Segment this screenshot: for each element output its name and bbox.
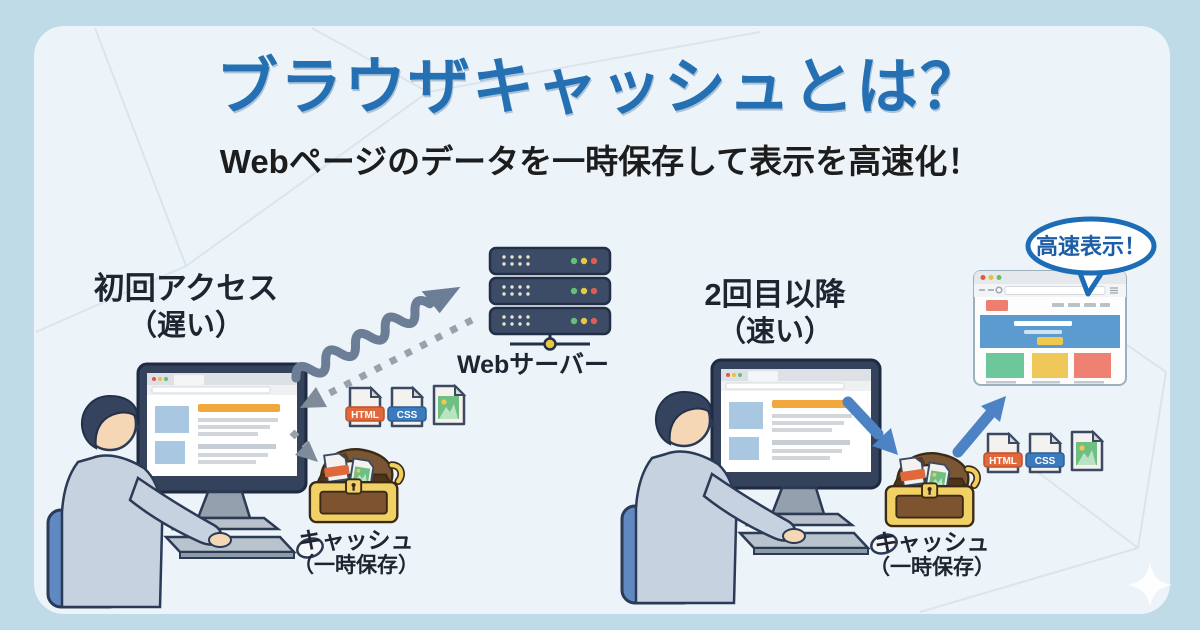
wavy-arrow-icon: [291, 286, 461, 383]
svg-text:HTML: HTML: [989, 456, 1017, 467]
speech-bubble: [1025, 216, 1157, 297]
left-scene-heading: 初回アクセス: [93, 271, 279, 306]
dotted-arrow-icon: [289, 316, 474, 462]
html-file-icon: HTML: [345, 385, 385, 428]
web-server-label: Webサーバー: [456, 351, 610, 379]
treasure-chest-icon-left: [310, 449, 401, 522]
left-scene-condition: （遅い）: [127, 310, 244, 342]
image-file-icon: [1070, 429, 1105, 472]
right-cache-label: キャッシュ: [874, 529, 990, 555]
browser-window: [973, 270, 1127, 386]
css-file-icon: CSS: [1025, 431, 1065, 474]
web-server-icon: [488, 246, 612, 351]
svg-text:CSS: CSS: [1035, 456, 1056, 467]
page-subtitle: Webページのデータを一時保存して表示を高速化！: [219, 143, 981, 180]
right-cache-note: （一時保存）: [869, 556, 995, 579]
svg-text:HTML: HTML: [351, 410, 379, 421]
page-title: ブラウザキャッシュとは？: [215, 53, 984, 122]
html-file-icon: HTML: [983, 431, 1023, 474]
treasure-chest-icon-right: [886, 453, 977, 526]
blue-arrow-icons: [842, 396, 1006, 458]
css-file-icon: CSS: [387, 385, 427, 428]
left-cache-label: キャッシュ: [298, 527, 414, 553]
file-icons-left: HTML CSS: [345, 383, 467, 428]
right-scene-heading: 2回目以降: [704, 277, 846, 312]
svg-text:CSS: CSS: [397, 410, 418, 421]
speech-bubble-text: 高速表示！: [1035, 234, 1146, 259]
left-cache-note: （一時保存）: [293, 554, 419, 577]
file-icons-right: HTML CSS: [983, 429, 1105, 474]
sparkle-icon: [1128, 563, 1172, 607]
right-scene-condition: （速い）: [716, 316, 833, 348]
image-file-icon: [432, 383, 467, 426]
